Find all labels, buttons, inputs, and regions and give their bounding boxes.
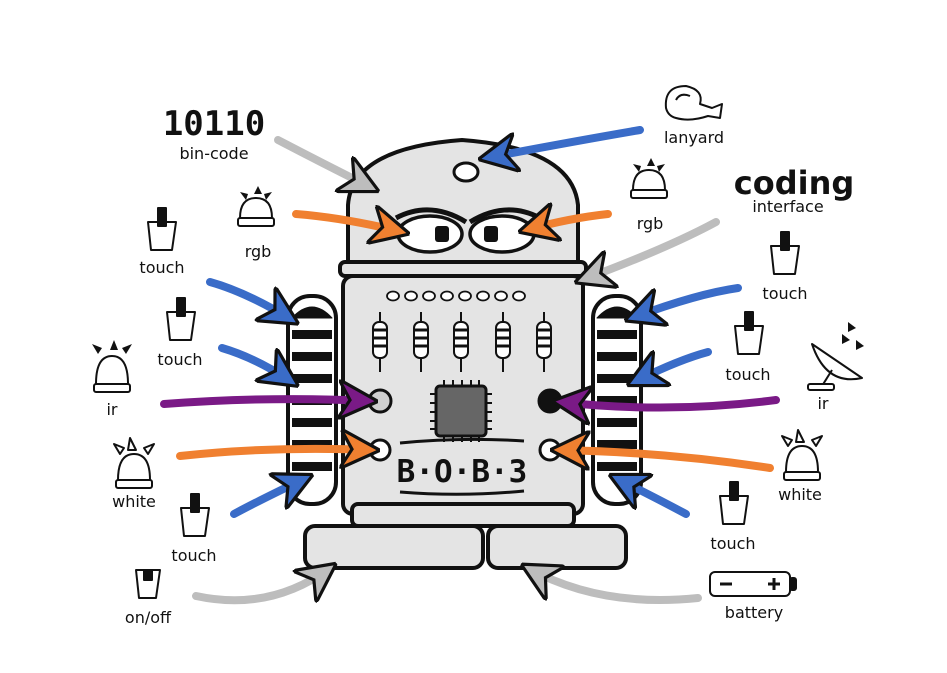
touch-sensor-icon [770,231,800,275]
right-track [591,294,643,506]
arrow-bin-code [274,136,372,188]
arrow-touch [616,478,690,518]
arrow-touch [230,478,306,518]
icons [92,85,864,599]
resistor [495,312,511,372]
neck [338,260,588,278]
touch-label: touch [157,350,203,369]
touch-sensor-icon [147,207,177,251]
right-foot [486,524,628,570]
bin-code-label: bin-code [179,144,249,163]
robot: B·O·B·3 [286,138,643,570]
touch-label: touch [139,258,185,277]
lanyard-hole [452,161,480,183]
ir-led-icon [92,340,132,393]
touch-sensor-icon [734,311,764,355]
arrow-touch [634,348,712,382]
robot-name: B·O·B·3 [397,454,528,490]
pin-holes [386,290,526,302]
lanyard-label: lanyard [663,128,725,147]
arrow-ir [160,399,370,404]
rgb-led-icon [237,186,275,227]
satellite-dish-icon [807,322,864,391]
arrow-battery [528,568,702,604]
arrow-lanyard [486,126,644,158]
rgb-label-right: rgb [636,214,664,233]
head [346,138,580,272]
arrow-white [176,449,372,456]
arrow-rgb [526,214,612,230]
touch-label: touch [171,546,217,565]
resistor [536,312,552,372]
touch-label: touch [710,534,756,553]
arrow-touch [206,278,292,320]
coding-title: coding [733,164,855,202]
white-led-icon [781,429,823,481]
arrow-touch [218,344,292,382]
rgb-label-left: rgb [244,242,272,261]
resistors [372,312,552,372]
arrow-white [558,450,774,472]
white-label-left: white [112,492,156,511]
ir-label-right: ir [817,394,829,413]
on-off-label: on/off [124,608,172,627]
arrows [160,126,780,605]
switch-icon [135,569,161,599]
arrow-ir [560,400,780,408]
resistor [453,312,469,372]
arrow-coding-interface [582,218,720,280]
ir-label-left: ir [106,400,118,419]
arrow-rgb [292,214,402,232]
microcontroller-chip [430,380,492,442]
arrow-on-off [192,568,330,605]
left-foot [303,524,485,570]
touch-sensor-icon [719,481,749,525]
white-led-icon [113,437,155,489]
rgb-led-icon [630,158,668,199]
lanyard-icon [664,85,723,121]
arrow-touch [632,284,742,318]
touch-sensor-icon [180,493,210,537]
touch-sensor-icon [166,297,196,341]
touch-label: touch [762,284,808,303]
body-base [350,502,576,528]
battery-label: battery [724,603,784,622]
resistor [372,312,388,372]
white-label-right: white [778,485,822,504]
resistor [413,312,429,372]
bin-code-value: 10110 [162,104,266,144]
touch-label: touch [725,365,771,384]
coding-subtitle: interface [752,197,824,216]
battery-icon [709,571,797,597]
